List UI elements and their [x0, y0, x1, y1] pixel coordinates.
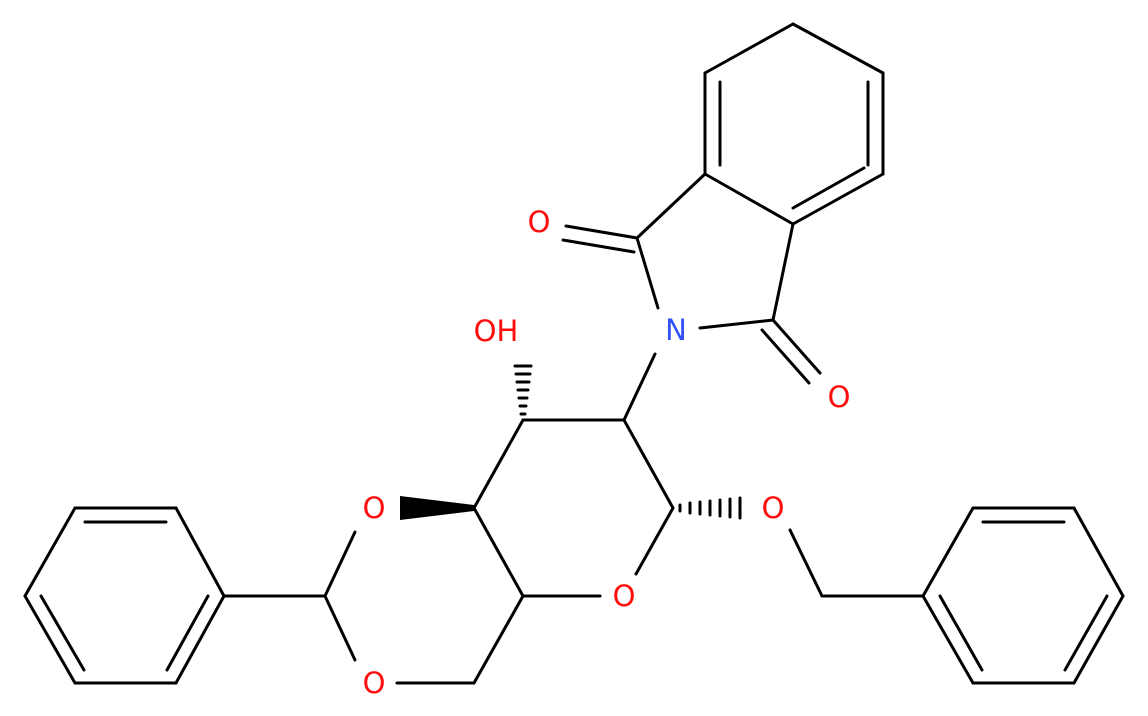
bond [165, 594, 210, 672]
imide-ring [561, 172, 822, 422]
bond [771, 222, 795, 322]
hashed-wedge-oh [513, 364, 533, 416]
imide-nitrogen: N [665, 313, 687, 347]
bond [760, 328, 811, 385]
bond [174, 594, 226, 685]
solid-wedge-dioxane [400, 496, 474, 520]
bond [1072, 506, 1125, 598]
bond [791, 22, 885, 75]
bond [921, 506, 975, 598]
bond [771, 318, 822, 375]
bond [791, 166, 866, 210]
benzyloxy-oxygen: O [762, 491, 785, 525]
bond [635, 236, 660, 310]
bond [472, 418, 525, 510]
bond [938, 594, 984, 672]
bond [23, 506, 77, 598]
benzylidene-phenyl-ring [23, 506, 226, 685]
bond [323, 594, 357, 662]
bond [561, 238, 636, 254]
dioxane-oxygen-upper: O [363, 491, 386, 525]
dioxane-oxygen-lower: O [363, 666, 386, 700]
carbonyl-oxygen-upper: O [528, 205, 551, 239]
bond [791, 172, 885, 226]
bond [323, 530, 357, 598]
bond [1072, 594, 1125, 685]
atom-labels: O O N OH O O O O [363, 205, 851, 700]
bond [622, 418, 675, 510]
pyranose-ring [472, 418, 675, 598]
bond [698, 318, 775, 330]
bond [703, 22, 795, 75]
bond [634, 506, 675, 576]
carbonyl-oxygen-lower: O [828, 380, 851, 414]
bond [635, 172, 707, 240]
bond [564, 224, 639, 240]
bond [622, 352, 657, 422]
bond [703, 172, 795, 226]
dioxane-ring [222, 530, 525, 685]
bond [174, 506, 226, 598]
pyranose-ring-oxygen: O [613, 579, 636, 613]
hydroxyl-group: OH [474, 314, 519, 348]
bond [39, 594, 86, 672]
bond [1063, 594, 1109, 672]
hashed-wedge-obn [678, 496, 742, 520]
bond [788, 528, 824, 598]
bond [472, 506, 525, 598]
phthalimide-benzene-ring [703, 22, 885, 226]
bond [472, 594, 525, 685]
bond [921, 594, 975, 685]
benzyl-group [788, 506, 1125, 685]
bond [23, 594, 77, 685]
